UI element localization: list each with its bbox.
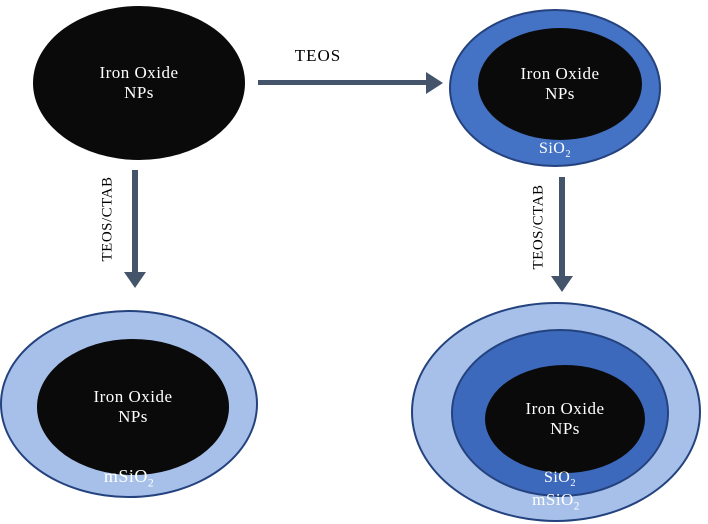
iron-oxide-core-ellipse-top-right: Iron Oxide NPs: [478, 28, 642, 140]
teos-arrow-shaft: [258, 80, 426, 85]
core-label: Iron Oxide NPs: [93, 387, 173, 426]
teos-arrow-label: TEOS: [294, 46, 342, 65]
sio2-label: SiO2: [543, 468, 577, 489]
core-label: Iron Oxide NPs: [525, 399, 605, 438]
sio2-label: SiO2: [538, 139, 572, 160]
core-label: Iron Oxide NPs: [99, 63, 179, 102]
teos-ctab-right-label: TEOS/CTAB: [530, 184, 547, 270]
teos-ctab-left-shaft: [132, 170, 138, 272]
msio2-shell-ellipse-bottom-right: Iron Oxide NPs SiO2 mSiO2: [411, 302, 701, 522]
msio2-label: mSiO2: [532, 489, 580, 512]
iron-oxide-core-ellipse-top-left: Iron Oxide NPs: [33, 6, 245, 160]
teos-ctab-left-arrowhead-icon: [124, 272, 146, 288]
msio2-shell-ellipse-bottom-left: Iron Oxide NPs mSiO2: [0, 310, 258, 498]
teos-arrowhead-icon: [426, 72, 443, 94]
sio2-shell-ellipse-top-right: Iron Oxide NPs SiO2: [449, 9, 661, 167]
core-label: Iron Oxide NPs: [520, 64, 600, 103]
msio2-label: mSiO2: [103, 466, 155, 490]
teos-ctab-right-arrowhead-icon: [551, 276, 573, 292]
teos-ctab-left-label: TEOS/CTAB: [99, 176, 116, 262]
sio2-shell-ellipse-bottom-right: Iron Oxide NPs SiO2: [451, 329, 669, 497]
teos-ctab-right-shaft: [559, 177, 565, 276]
iron-oxide-core-ellipse-bottom-left: Iron Oxide NPs: [37, 339, 229, 475]
iron-oxide-core-ellipse-bottom-right: Iron Oxide NPs: [485, 365, 645, 473]
